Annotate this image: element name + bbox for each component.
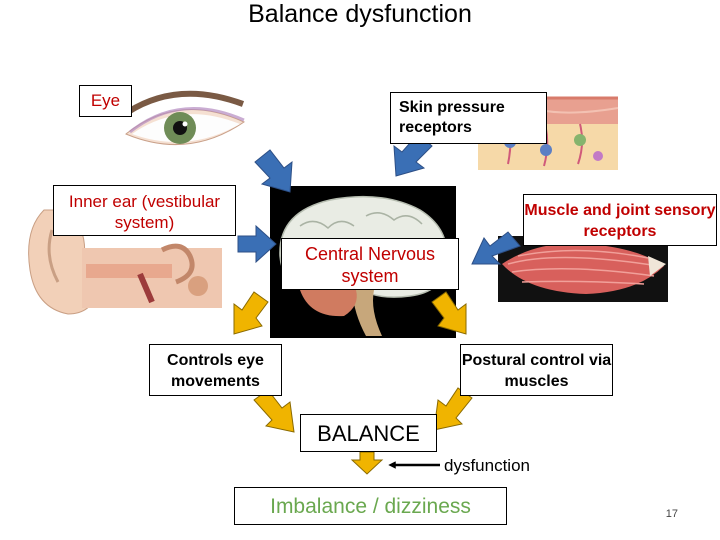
balance-label: BALANCE (300, 414, 437, 452)
skin-label: Skin pressure receptors (390, 92, 547, 144)
blue-arrow-ear (237, 224, 277, 264)
eye-label: Eye (79, 85, 132, 117)
muscle-label: Muscle and joint sensory receptors (523, 194, 717, 246)
dysfunction-label: dysfunction (444, 456, 530, 475)
slide-number: 17 (665, 508, 678, 520)
yellow-arrow-balance-down (350, 451, 384, 475)
ear-illustration (28, 209, 222, 315)
muscle-illustration (498, 236, 668, 302)
slide-title: Balance dysfunction (248, 0, 472, 28)
inner-ear-label: Inner ear (vestibular system) (53, 185, 236, 236)
yellow-arrow-cns-eye (233, 291, 269, 335)
yellow-arrow-cns-postural (431, 291, 467, 335)
cns-label: Central Nervous system (281, 238, 459, 290)
blue-arrow-muscle (471, 231, 521, 265)
yellow-arrow-eye-balance (253, 389, 295, 433)
eye-illustration (125, 90, 246, 146)
postural-control-label: Postural control via muscles (460, 344, 613, 396)
outcome-label: Imbalance / dizziness (234, 487, 507, 525)
eye-movements-label: Controls eye movements (149, 344, 282, 396)
blue-arrow-eye (254, 149, 293, 193)
